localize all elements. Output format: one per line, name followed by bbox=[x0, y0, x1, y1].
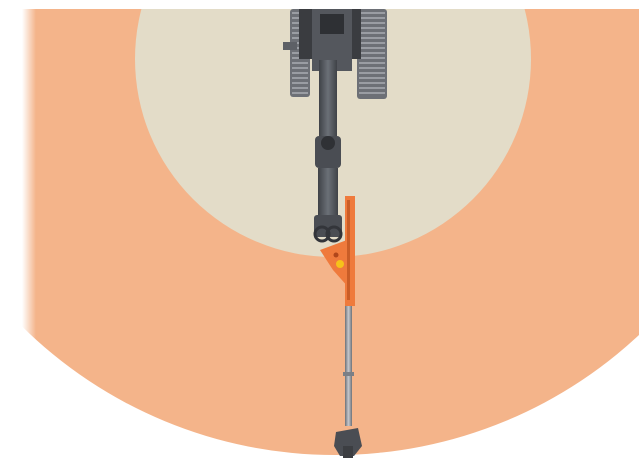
track-tread bbox=[359, 27, 385, 29]
track-tread bbox=[359, 67, 385, 69]
track-tread bbox=[359, 32, 385, 34]
driver-shaft bbox=[343, 306, 354, 426]
track-tread bbox=[359, 42, 385, 44]
track-tread bbox=[292, 82, 308, 84]
hydraulic-post-driver-icon bbox=[320, 196, 355, 306]
track-tread bbox=[359, 17, 385, 19]
track-tread bbox=[359, 22, 385, 24]
track-tread bbox=[359, 12, 385, 14]
track-tread bbox=[359, 37, 385, 39]
track-tread bbox=[359, 62, 385, 64]
track-tread bbox=[359, 57, 385, 59]
track-tread bbox=[292, 77, 308, 79]
track-tread bbox=[359, 72, 385, 74]
track-tread bbox=[292, 62, 308, 64]
track-tread bbox=[359, 47, 385, 49]
indicator-light bbox=[336, 260, 344, 268]
track-tread bbox=[359, 92, 385, 94]
boom-arm bbox=[313, 60, 343, 243]
track-tread bbox=[359, 87, 385, 89]
track-tread bbox=[359, 77, 385, 79]
track-tread bbox=[292, 72, 308, 74]
track-tread bbox=[292, 87, 308, 89]
track-tread bbox=[359, 52, 385, 54]
track-tread bbox=[359, 82, 385, 84]
track-tread bbox=[292, 92, 308, 94]
right-track bbox=[357, 9, 387, 99]
ground-pile-icon bbox=[334, 428, 362, 458]
track-tread bbox=[292, 67, 308, 69]
